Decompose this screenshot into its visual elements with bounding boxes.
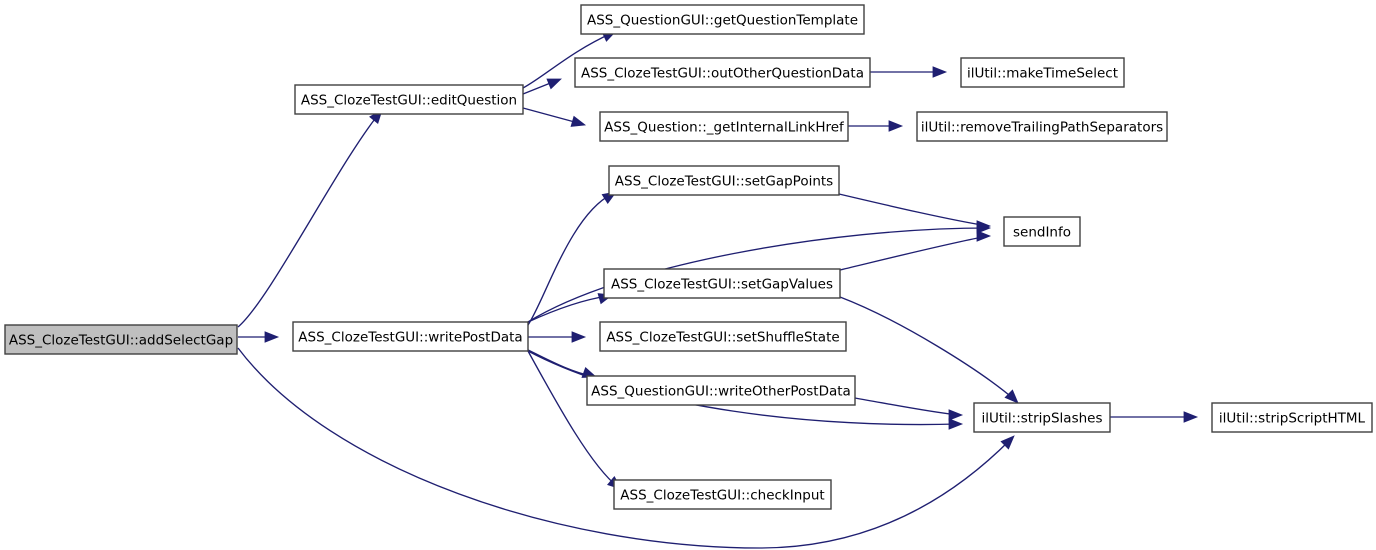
node-box-outOtherQuestionData[interactable] xyxy=(574,57,871,88)
call-edge-writePostData-to-setGapValues xyxy=(527,293,614,323)
call-edge-addSelectGap-to-writePostData xyxy=(238,331,280,343)
call-edge-writePostData-to-setShuffleState xyxy=(528,331,587,343)
node-label-outOtherQuestionData: ASS_ClozeTestGUI::outOtherQuestionData xyxy=(581,66,864,82)
node-box-checkInput[interactable] xyxy=(613,479,832,510)
call-graph-node-writePostData[interactable]: ASS_ClozeTestGUI::writePostData xyxy=(292,321,529,352)
node-box-getQuestionTemplate[interactable] xyxy=(580,4,865,35)
node-box-setShuffleState[interactable] xyxy=(599,321,847,352)
call-edge-setGapValues-to-sendInfo xyxy=(839,230,992,271)
call-edge-setGapPoints-to-sendInfo xyxy=(838,193,992,232)
call-edge-editQuestion-to-getInternalLinkHref xyxy=(522,107,587,127)
nodes-layer: ASS_ClozeTestGUI::addSelectGapASS_ClozeT… xyxy=(4,4,1373,510)
node-box-addSelectGap[interactable] xyxy=(4,324,238,355)
call-graph-node-getInternalLinkHref[interactable]: ASS_Question::_getInternalLinkHref xyxy=(599,111,849,142)
call-graph-node-addSelectGap[interactable]: ASS_ClozeTestGUI::addSelectGap xyxy=(4,324,238,355)
node-box-stripScriptHTML[interactable] xyxy=(1211,402,1373,433)
call-edge-addSelectGap-to-editQuestion xyxy=(237,109,383,328)
node-label-addSelectGap: ASS_ClozeTestGUI::addSelectGap xyxy=(9,333,233,349)
node-box-setGapValues[interactable] xyxy=(603,268,841,299)
node-box-editQuestion[interactable] xyxy=(294,84,524,115)
call-edge-getInternalLinkHref-to-removeTrailingPathSeparators xyxy=(848,120,904,132)
call-graph-node-getQuestionTemplate[interactable]: ASS_QuestionGUI::getQuestionTemplate xyxy=(580,4,865,35)
node-label-editQuestion: ASS_ClozeTestGUI::editQuestion xyxy=(301,93,517,109)
node-box-makeTimeSelect[interactable] xyxy=(960,57,1125,88)
call-graph-node-setShuffleState[interactable]: ASS_ClozeTestGUI::setShuffleState xyxy=(599,321,847,352)
call-edge-writeOtherPostData-to-stripSlashes xyxy=(854,397,964,421)
call-graph-node-setGapPoints[interactable]: ASS_ClozeTestGUI::setGapPoints xyxy=(608,165,840,196)
edges-layer xyxy=(237,30,1199,549)
call-graph-node-makeTimeSelect[interactable]: ilUtil::makeTimeSelect xyxy=(960,57,1125,88)
call-edge-stripSlashes-to-stripScriptHTML xyxy=(1110,411,1199,423)
node-label-setGapPoints: ASS_ClozeTestGUI::setGapPoints xyxy=(615,174,833,190)
call-graph-node-removeTrailingPathSeparators[interactable]: ilUtil::removeTrailingPathSeparators xyxy=(916,111,1168,142)
node-label-getQuestionTemplate: ASS_QuestionGUI::getQuestionTemplate xyxy=(587,13,858,29)
node-box-stripSlashes[interactable] xyxy=(973,402,1111,433)
node-label-setShuffleState: ASS_ClozeTestGUI::setShuffleState xyxy=(606,330,839,346)
node-label-makeTimeSelect: ilUtil::makeTimeSelect xyxy=(967,66,1118,82)
call-edge-writePostData-to-writeOtherPostData xyxy=(527,349,598,378)
call-graph-node-editQuestion[interactable]: ASS_ClozeTestGUI::editQuestion xyxy=(294,84,524,115)
node-label-setGapValues: ASS_ClozeTestGUI::setGapValues xyxy=(611,277,833,293)
node-box-setGapPoints[interactable] xyxy=(608,165,840,196)
call-graph-node-writeOtherPostData[interactable]: ASS_QuestionGUI::writeOtherPostData xyxy=(586,375,856,406)
node-box-writeOtherPostData[interactable] xyxy=(586,375,856,406)
call-graph-node-setGapValues[interactable]: ASS_ClozeTestGUI::setGapValues xyxy=(603,268,841,299)
call-edge-editQuestion-to-outOtherQuestionData xyxy=(522,78,562,95)
node-label-stripScriptHTML: ilUtil::stripScriptHTML xyxy=(1219,411,1366,427)
node-box-getInternalLinkHref[interactable] xyxy=(599,111,849,142)
node-label-sendInfo: sendInfo xyxy=(1013,225,1071,241)
call-edge-setGapValues-to-stripSlashes xyxy=(839,296,1019,404)
call-graph-node-sendInfo[interactable]: sendInfo xyxy=(1003,216,1081,247)
call-graph-node-stripSlashes[interactable]: ilUtil::stripSlashes xyxy=(973,402,1111,433)
node-label-stripSlashes: ilUtil::stripSlashes xyxy=(982,411,1103,427)
node-box-writePostData[interactable] xyxy=(292,321,529,352)
node-box-sendInfo[interactable] xyxy=(1003,216,1081,247)
node-label-removeTrailingPathSeparators: ilUtil::removeTrailingPathSeparators xyxy=(921,120,1163,136)
node-label-writeOtherPostData: ASS_QuestionGUI::writeOtherPostData xyxy=(591,384,851,400)
call-graph-node-checkInput[interactable]: ASS_ClozeTestGUI::checkInput xyxy=(613,479,832,510)
node-box-removeTrailingPathSeparators[interactable] xyxy=(916,111,1168,142)
node-label-writePostData: ASS_ClozeTestGUI::writePostData xyxy=(298,330,522,346)
call-edge-outOtherQuestionData-to-makeTimeSelect xyxy=(870,66,948,78)
call-graph-node-stripScriptHTML[interactable]: ilUtil::stripScriptHTML xyxy=(1211,402,1373,433)
node-label-getInternalLinkHref: ASS_Question::_getInternalLinkHref xyxy=(604,120,845,136)
node-label-checkInput: ASS_ClozeTestGUI::checkInput xyxy=(620,488,824,504)
call-edge-addSelectGap-to-stripSlashes xyxy=(237,347,1015,549)
call-edge-writePostData-to-stripSlashes xyxy=(527,350,964,430)
call-graph-node-outOtherQuestionData[interactable]: ASS_ClozeTestGUI::outOtherQuestionData xyxy=(574,57,871,88)
